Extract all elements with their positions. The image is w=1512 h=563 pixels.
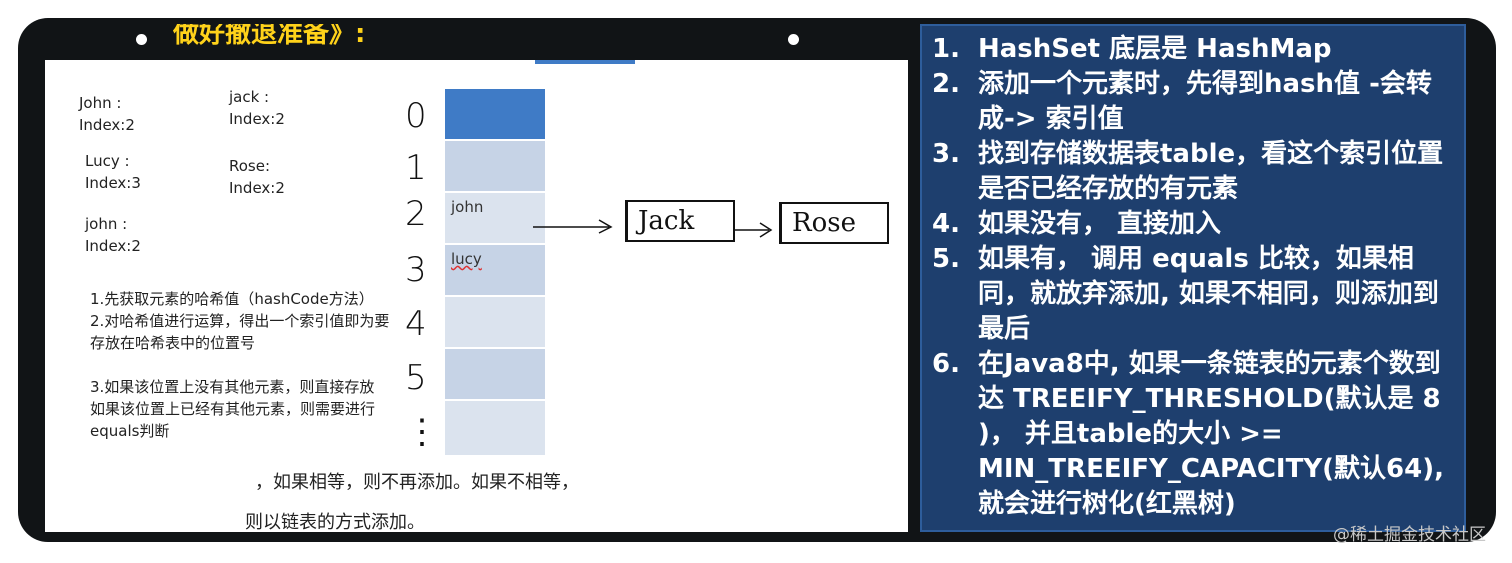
table-cell-value: john xyxy=(451,198,484,216)
item-text: HashSet 底层是 HashMap xyxy=(978,34,1332,64)
linked-list-arrows xyxy=(533,219,773,238)
table-index: 4 xyxy=(405,304,427,344)
item-text: 添加一个元素时，先得到hash值 -会转成-> 索引值 xyxy=(978,69,1432,134)
watermark: @稀土掘金技术社区 xyxy=(1333,525,1486,545)
summary-item: 6. 在Java8中, 如果一条链表的元素个数到达 TREEIFY_THRESHO… xyxy=(932,347,1462,522)
item-text: 如果有， 调用 equals 比较，如果相同，就放弃添加, 如果不相同，则添加到… xyxy=(978,244,1439,344)
item-text: 如果没有， 直接加入 xyxy=(978,209,1222,239)
table-index: ⋮ xyxy=(405,412,439,452)
table-cell xyxy=(445,297,545,347)
step-tail-line: ，如果相等，则不再添加。如果不相等， xyxy=(255,472,579,493)
element-index: Index:2 xyxy=(79,116,135,134)
summary-item: 2. 添加一个元素时，先得到hash值 -会转成-> 索引值 xyxy=(932,67,1462,137)
element-name: Rose: xyxy=(229,157,271,175)
table-index: 1 xyxy=(405,148,427,188)
table-cell xyxy=(445,245,545,295)
slide-tab xyxy=(535,60,635,64)
spacer xyxy=(90,354,390,376)
list-node-rose: Rose xyxy=(779,202,889,244)
step-line: 3.如果该位置上没有其他元素，则直接存放 xyxy=(90,378,375,396)
table-index: 3 xyxy=(405,250,427,290)
table-index: 5 xyxy=(405,358,427,398)
slide-top-title: 做好撤退准备》: xyxy=(173,24,366,49)
summary-item: 3. 找到存储数据表table，看这个索引位置是否已经存放的有元素 xyxy=(932,137,1462,207)
element-name: john : xyxy=(85,215,128,233)
corner-dot xyxy=(136,34,147,45)
step-line: 如果该位置上已经有其他元素，则需要进行equals判断 xyxy=(90,400,376,440)
table-cell xyxy=(445,401,545,455)
table-index: 2 xyxy=(405,194,427,234)
item-number: 6. xyxy=(932,349,960,379)
corner-dot xyxy=(788,34,799,45)
summary-item: 4. 如果没有， 直接加入 xyxy=(932,207,1462,242)
item-text: 找到存储数据表table，看这个索引位置是否已经存放的有元素 xyxy=(978,139,1444,204)
summary-panel: 1. HashSet 底层是 HashMap 2. 添加一个元素时，先得到hash值… xyxy=(920,24,1466,532)
item-text: 在Java8中, 如果一条链表的元素个数到达 TREEIFY_THRESHOLD… xyxy=(978,349,1444,519)
list-node-jack: Jack xyxy=(625,200,735,242)
element-name: John : xyxy=(79,94,122,112)
item-number: 5. xyxy=(932,244,960,274)
item-number: 2. xyxy=(932,69,960,99)
step-line: 2.对哈希值进行运算，得出一个索引值即为要存放在哈希表中的位置号 xyxy=(90,312,390,352)
table-index: 0 xyxy=(405,96,427,136)
element-name: jack : xyxy=(229,88,270,106)
table-cell xyxy=(445,89,545,139)
element-index: Index:3 xyxy=(85,174,141,192)
step-tail-line: 则以链表的方式添加。 xyxy=(245,512,425,533)
element-index: Index:2 xyxy=(229,110,285,128)
item-number: 1. xyxy=(932,34,960,64)
table-cell xyxy=(445,141,545,191)
hashset-diagram-slide: John : Index:2 jack : Index:2 Lucy : Ind… xyxy=(45,60,908,533)
element-label-john: John : Index:2 xyxy=(79,92,135,136)
table-cell xyxy=(445,193,545,243)
step-line: 1.先获取元素的哈希值（hashCode方法） xyxy=(90,290,374,308)
steps-text: 1.先获取元素的哈希值（hashCode方法） 2.对哈希值进行运算，得出一个索… xyxy=(90,288,390,442)
element-label-john2: john : Index:2 xyxy=(85,213,141,257)
summary-item: 5. 如果有， 调用 equals 比较，如果相同，就放弃添加, 如果不相同，则添… xyxy=(932,242,1462,347)
element-index: Index:2 xyxy=(85,237,141,255)
item-number: 4. xyxy=(932,209,960,239)
summary-list: 1. HashSet 底层是 HashMap 2. 添加一个元素时，先得到hash值… xyxy=(932,32,1462,522)
summary-item: 1. HashSet 底层是 HashMap xyxy=(932,32,1462,67)
element-label-jack: jack : Index:2 xyxy=(229,86,285,130)
table-cell xyxy=(445,349,545,399)
table-cell-value: lucy xyxy=(451,250,482,268)
element-name: Lucy : xyxy=(85,152,130,170)
item-number: 3. xyxy=(932,139,960,169)
element-index: Index:2 xyxy=(229,179,285,197)
element-label-lucy: Lucy : Index:3 xyxy=(85,150,141,194)
element-label-rose: Rose: Index:2 xyxy=(229,155,285,199)
